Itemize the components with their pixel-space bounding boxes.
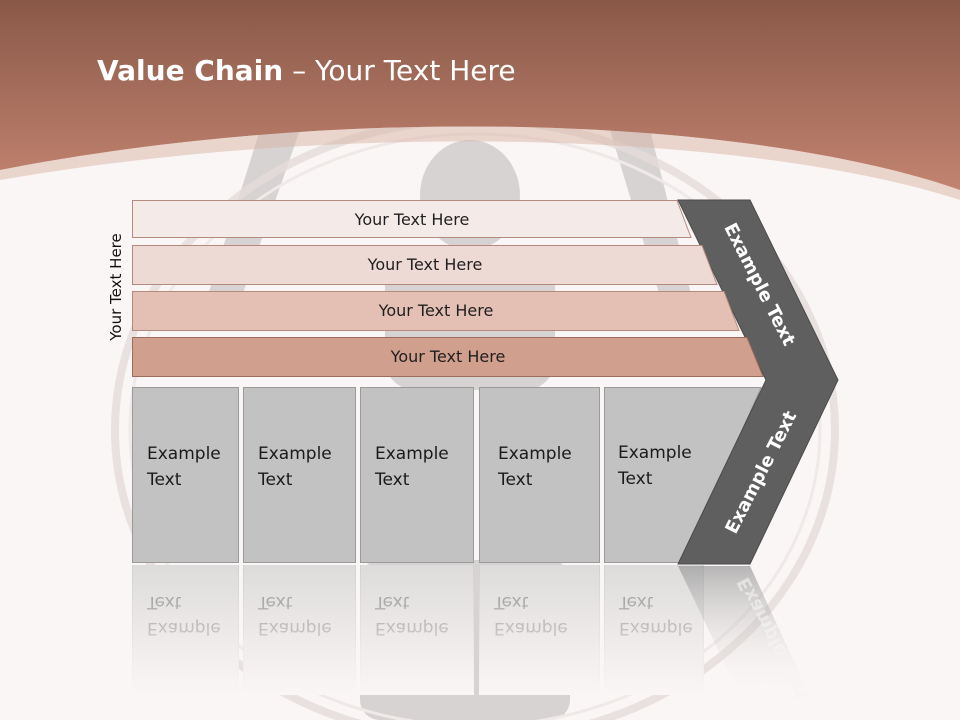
bar-4-label: Your Text Here	[390, 346, 506, 366]
side-label: Your Text Here	[107, 233, 125, 341]
box-2-line2: Text	[258, 470, 293, 490]
box-2: Example Text	[243, 387, 356, 563]
page-title: Value Chain – Your Text Here	[97, 54, 516, 87]
bar-2: Your Text Here	[132, 245, 718, 285]
header-band	[0, 0, 960, 190]
bar-3: Your Text Here	[132, 291, 740, 331]
box-4-line1: Example	[498, 444, 572, 464]
title-rest: – Your Text Here	[283, 54, 516, 87]
box-4: Example Text	[479, 387, 600, 563]
box-1: Example Text	[132, 387, 239, 563]
box-3-line1: Example	[375, 444, 449, 464]
chevron-reflection	[678, 566, 810, 696]
title-bold: Value Chain	[97, 54, 284, 87]
box-1-line1: Example	[147, 444, 221, 464]
box-1-line2: Text	[147, 470, 182, 490]
box-5-line2: Text	[618, 469, 653, 489]
bar-3-label: Your Text Here	[378, 300, 494, 320]
box-3-line2: Text	[375, 470, 410, 490]
bar-1: Your Text Here	[132, 200, 692, 238]
box-4-line2: Text	[498, 470, 533, 490]
box-2-line1: Example	[258, 444, 332, 464]
bar-4: Your Text Here	[132, 337, 764, 377]
bar-1-label: Your Text Here	[354, 209, 470, 229]
box-3: Example Text	[360, 387, 474, 563]
chevron-arrow	[677, 199, 839, 565]
box-5-line1: Example	[618, 443, 692, 463]
bar-2-label: Your Text Here	[367, 254, 483, 274]
